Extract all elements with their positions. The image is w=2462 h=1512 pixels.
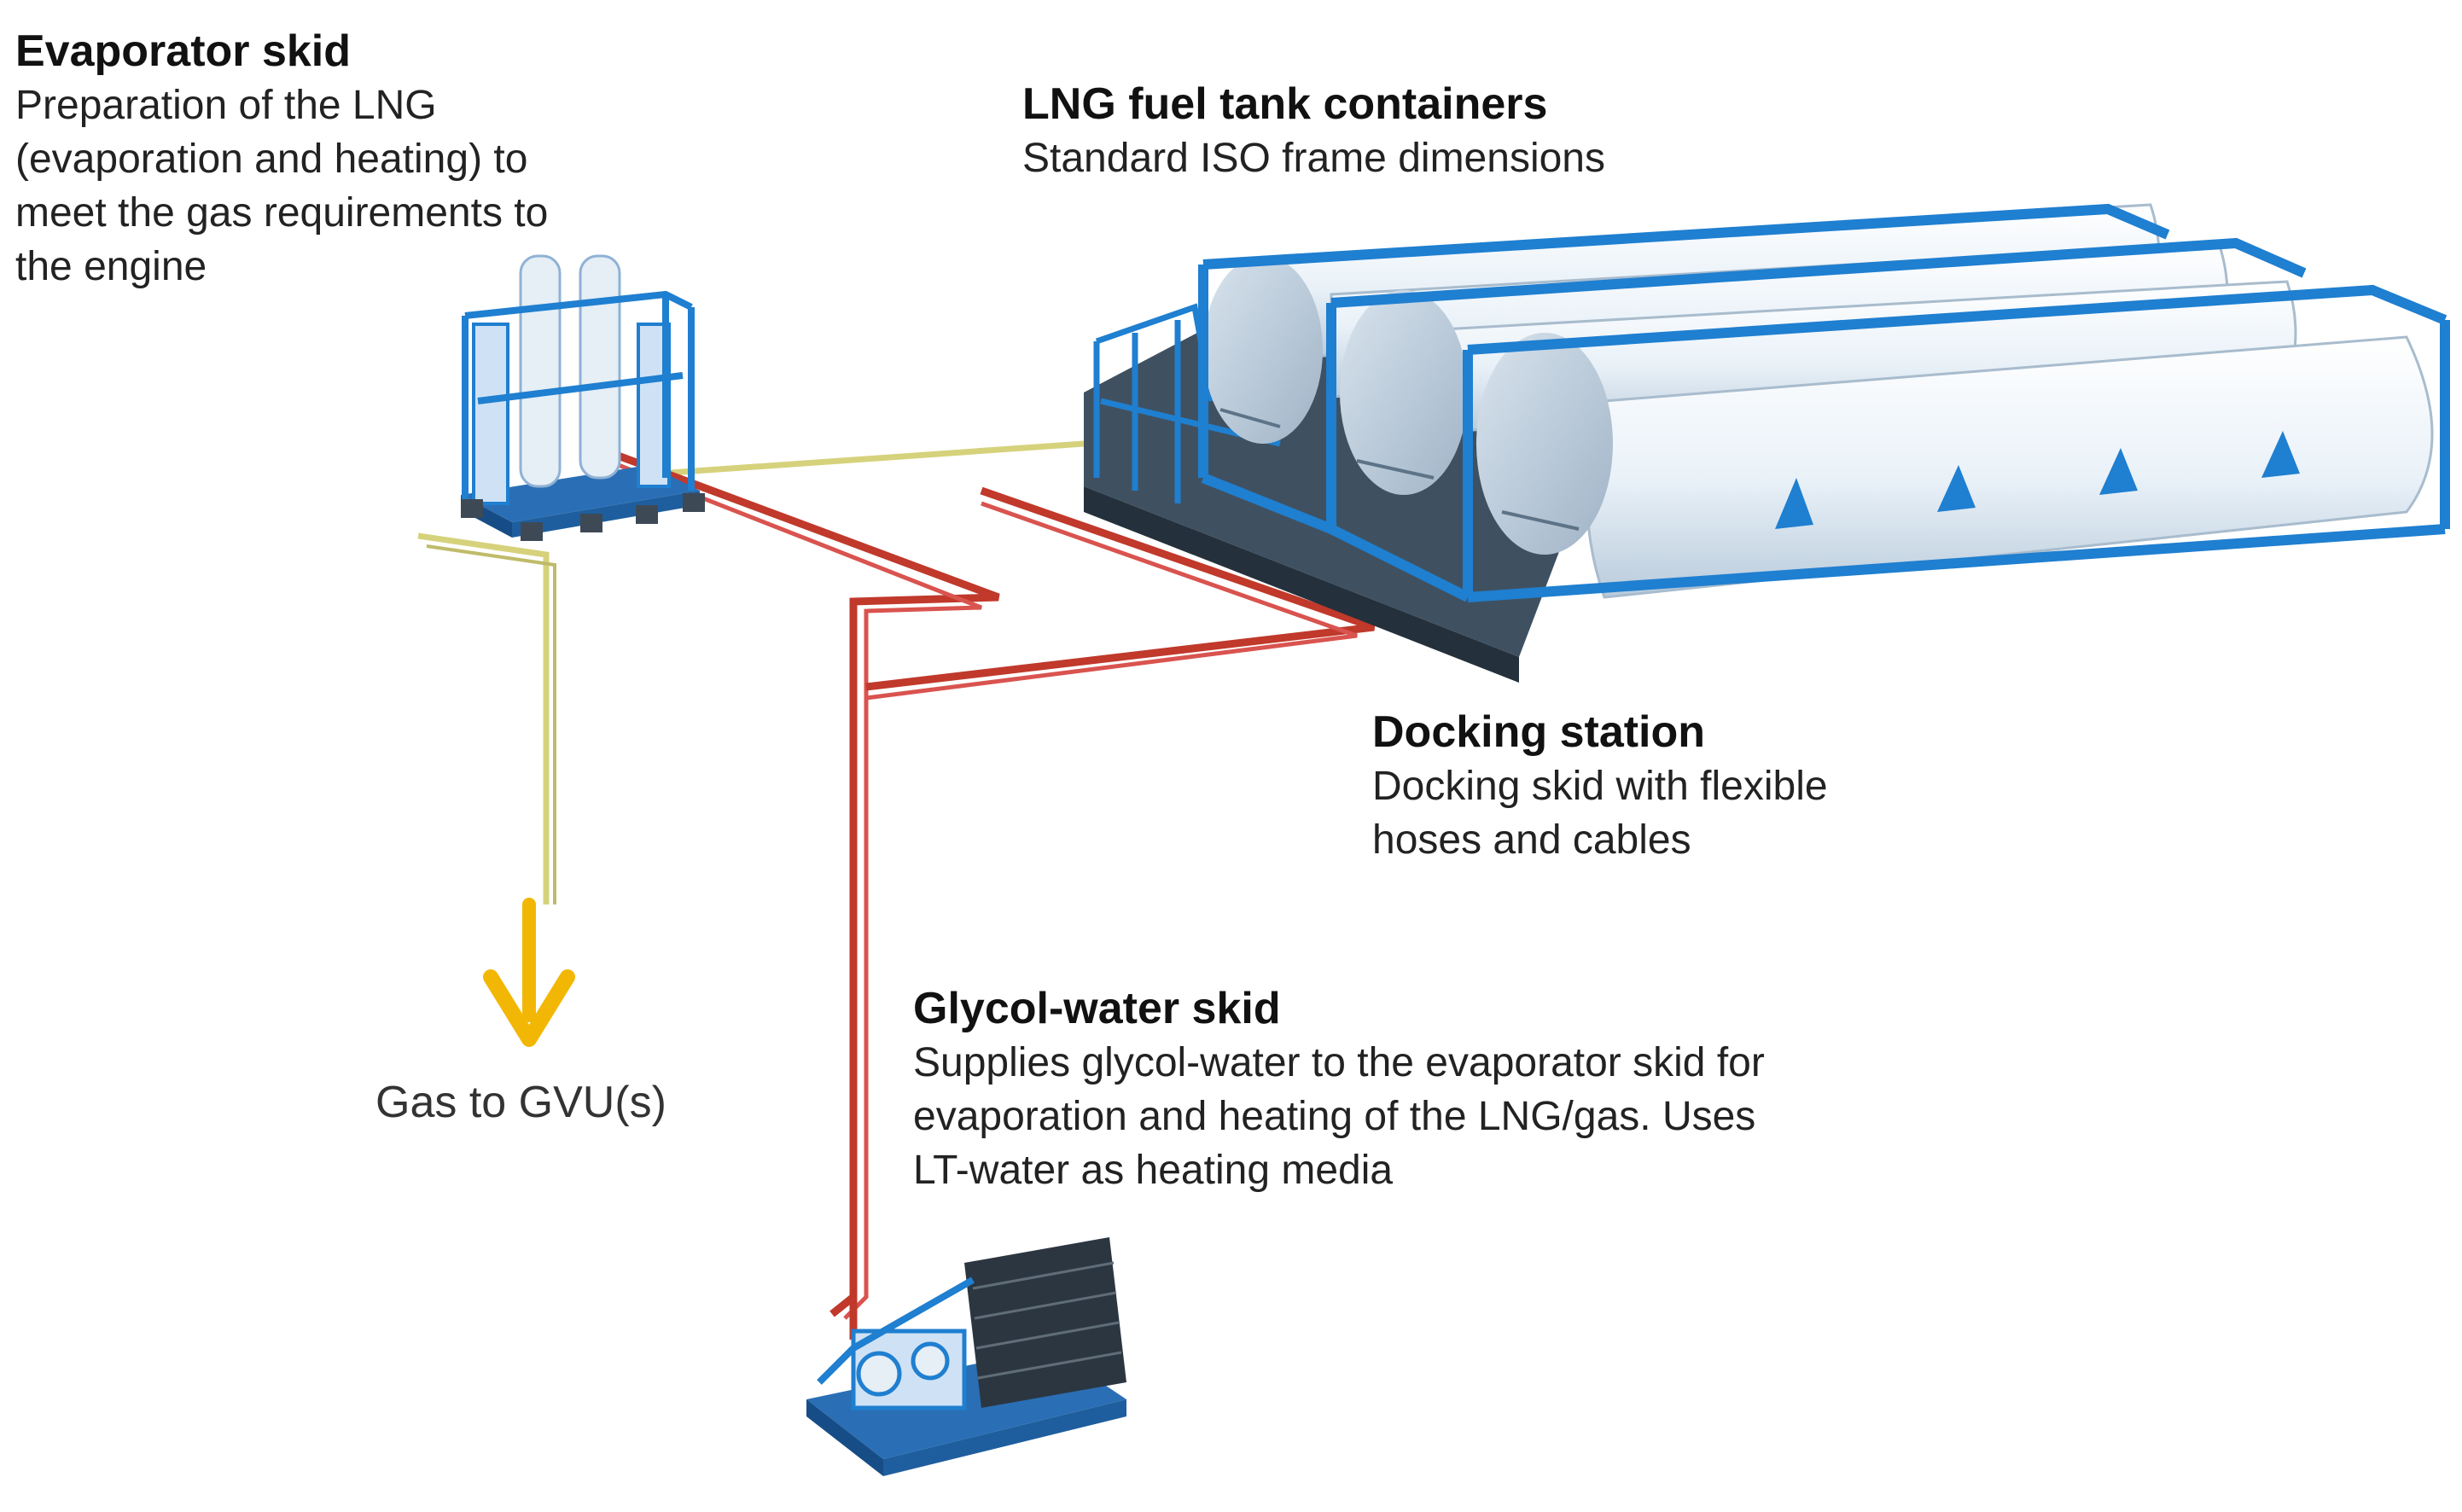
glycol-description: Supplies glycol-water to the evaporator … — [913, 1040, 1765, 1193]
glycol-title: Glycol-water skid — [913, 984, 1281, 1033]
callout-docking-station: Docking station Docking skid with flexib… — [1372, 705, 1828, 867]
gas-pipeline — [417, 440, 1085, 904]
callout-tank-containers: LNG fuel tank containers Standard ISO fr… — [1022, 77, 1605, 185]
evaporator-description: Preparation of the LNG (evaporation and … — [15, 83, 549, 289]
glycol-water-pipeline — [596, 444, 1376, 1340]
evaporator-title: Evaporator skid — [15, 26, 352, 76]
arrow-down-icon — [483, 898, 575, 1047]
tank-container-icon — [1198, 203, 2450, 602]
glycol-water-skid-icon — [806, 1237, 1126, 1476]
callout-glycol-water-skid: Glycol-water skid Supplies glycol-water … — [913, 981, 1765, 1197]
callout-evaporator-skid: Evaporator skid Preparation of the LNG (… — [15, 24, 548, 294]
tanks-title: LNG fuel tank containers — [1022, 79, 1548, 129]
tanks-description: Standard ISO frame dimensions — [1022, 136, 1605, 181]
docking-description: Docking skid with flexible hoses and cab… — [1372, 764, 1828, 863]
gas-output-label: Gas to GVU(s) — [375, 1078, 666, 1127]
docking-title: Docking station — [1372, 707, 1706, 757]
evaporator-skid-icon — [461, 254, 705, 541]
